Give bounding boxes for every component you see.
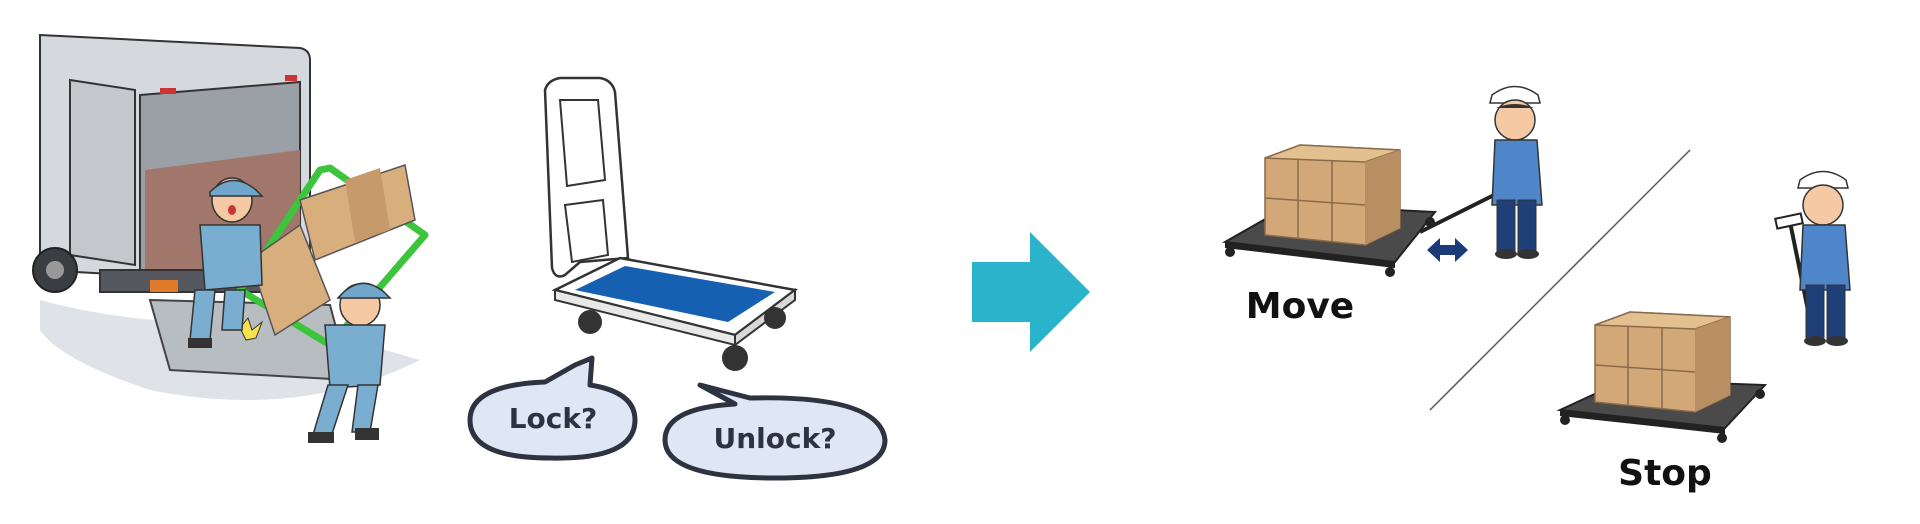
worker-shoe: [1826, 336, 1848, 346]
trolley-handle: [543, 76, 630, 278]
dolly-wheel: [1717, 433, 1727, 443]
trolley-handle-window: [558, 99, 607, 188]
worker-shoe: [1804, 336, 1826, 346]
worker-uniform: [1799, 224, 1851, 291]
worker-leg: [1517, 199, 1537, 253]
bubble-shape: [662, 382, 888, 481]
worker-leg: [1826, 284, 1846, 340]
worker-shoe: [308, 432, 334, 443]
bubble-shape: [467, 355, 638, 461]
worker-uniform: [1491, 139, 1543, 206]
worker-shoe: [188, 338, 212, 348]
bubble-lock-text: Lock?: [509, 402, 598, 435]
stop-state-illustration: Stop: [1556, 170, 1851, 494]
box-stack: [1594, 311, 1731, 413]
dolly-wheel: [1560, 415, 1570, 425]
dolly-wheel: [1385, 267, 1395, 277]
worker-standing: [1797, 170, 1851, 346]
box-stack-side: [1365, 150, 1400, 245]
trolley-wheel: [578, 310, 602, 334]
trolley-question-illustration: Lock? Unlock?: [467, 76, 888, 481]
worker-on-truck: [188, 177, 264, 348]
truck-wheel-hub: [46, 261, 64, 279]
move-direction-icon: [1427, 238, 1468, 262]
dolly-pull-handle: [1419, 190, 1501, 234]
truck-marker-light: [160, 88, 176, 94]
worker-pulling: [1489, 85, 1543, 259]
dolly-edge: [1225, 242, 1395, 268]
worker-cap: [336, 282, 392, 299]
trolley-wheel: [722, 345, 748, 371]
worker-uniform: [324, 324, 386, 389]
box-stack-side: [1695, 317, 1730, 412]
panel-divider: [1429, 149, 1691, 411]
worker-uniform: [199, 224, 263, 291]
worker-leg: [351, 384, 379, 433]
box: [249, 223, 331, 337]
dolly-wheel: [1225, 247, 1235, 257]
box-seam: [1264, 197, 1366, 206]
truck-unloading-illustration: [32, 33, 429, 443]
box-side: [345, 168, 390, 242]
worker-mouth: [228, 205, 236, 215]
move-state-illustration: Move: [1221, 85, 1543, 327]
stop-label: Stop: [1618, 453, 1712, 494]
transition-arrow-icon: [972, 232, 1090, 352]
worker-hair: [1496, 104, 1534, 108]
worker-face: [1802, 184, 1844, 226]
truck-marker-light: [285, 75, 297, 81]
worker-shoe: [1517, 249, 1539, 259]
box-seam: [1594, 364, 1696, 373]
worker-leg: [1805, 284, 1825, 340]
helmet-icon: [1489, 85, 1541, 104]
trolley-handle-window: [563, 198, 610, 264]
truck-door: [69, 78, 136, 267]
trolley-wheel: [764, 307, 786, 329]
worker-shoe: [1495, 249, 1517, 259]
worker-leg: [189, 289, 216, 341]
speech-bubble-lock: Lock?: [467, 355, 638, 461]
impact-spark-icon: [239, 316, 264, 341]
trolley-deck: [575, 266, 775, 322]
handle-grip: [1774, 212, 1804, 230]
worker-on-ground: [308, 282, 392, 443]
move-label: Move: [1246, 286, 1354, 327]
worker-leg: [1496, 199, 1516, 253]
worker-leg: [221, 289, 246, 331]
box-stack: [1264, 144, 1401, 246]
helmet-icon: [1797, 170, 1849, 189]
bubble-unlock-text: Unlock?: [714, 422, 837, 455]
truck-tail-light: [150, 280, 178, 292]
speech-bubble-unlock: Unlock?: [662, 382, 888, 481]
dolly-wheel: [1755, 389, 1765, 399]
worker-cap: [209, 179, 264, 197]
dolly-edge: [1560, 410, 1725, 434]
worker-shoe: [355, 428, 379, 440]
